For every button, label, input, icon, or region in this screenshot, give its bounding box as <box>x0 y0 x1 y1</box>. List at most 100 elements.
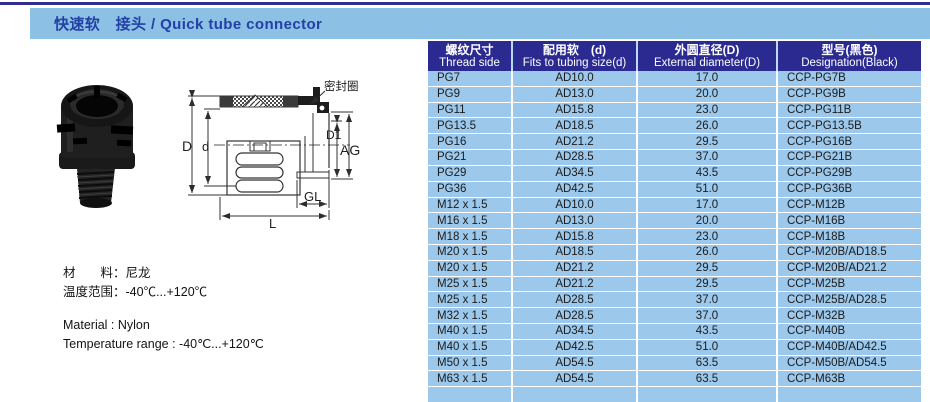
table-cell: CCP-PG9B <box>787 88 846 101</box>
table-cell: 63.5 <box>638 355 778 371</box>
table-cell: CCP-M25B/AD28.5 <box>787 293 887 306</box>
table-cell: AD10.0 <box>513 197 638 213</box>
table-cell: 63.5 <box>638 371 778 387</box>
table-cell: AD18.5 <box>513 244 638 260</box>
table-cell: CCP-M18B <box>787 230 846 243</box>
table-cell: AD28.5 <box>513 292 638 308</box>
material-en: Material : Nylon <box>63 318 150 332</box>
table-cell <box>513 387 638 402</box>
table-cell: CCP-M20B/AD18.5 <box>787 246 887 259</box>
table-cell: AD54.5 <box>513 355 638 371</box>
spec-table: 螺纹尺寸 Thread side 配用软 (d) Fits to tubing … <box>428 41 921 402</box>
table-cell: AD42.5 <box>513 181 638 197</box>
dim-label-d: d <box>202 139 209 154</box>
table-cell: M40 x 1.5 <box>428 339 513 355</box>
table-cell: 26.0 <box>638 118 778 134</box>
table-cell: M18 x 1.5 <box>428 229 513 244</box>
table-cell: M63 x 1.5 <box>428 371 513 387</box>
table-cell: 37.0 <box>638 308 778 323</box>
dim-label-D1: D1 <box>326 128 342 142</box>
table-cell: AD21.2 <box>513 260 638 276</box>
table-row <box>428 387 921 402</box>
table-cell: PG7 <box>428 71 513 86</box>
table-cell: CCP-PG29B <box>787 167 853 180</box>
table-cell: M25 x 1.5 <box>428 292 513 308</box>
table-cell <box>428 387 513 402</box>
table-cell: M32 x 1.5 <box>428 308 513 323</box>
table-header-external-diameter: 外圆直径(D) External diameter(D) <box>638 41 778 71</box>
material-cn: 材 料：尼龙 <box>63 266 151 280</box>
table-cell: AD15.8 <box>513 229 638 244</box>
dim-label-D: D <box>182 138 192 154</box>
table-cell: AD28.5 <box>513 150 638 165</box>
table-cell: CCP-M40B/AD42.5 <box>787 341 887 354</box>
table-cell: M25 x 1.5 <box>428 276 513 292</box>
table-cell: AD34.5 <box>513 165 638 181</box>
table-cell: CCP-PG16B <box>787 135 853 148</box>
dim-label-L: L <box>269 216 276 230</box>
table-cell: CCP-M32B <box>787 309 846 322</box>
table-cell: PG36 <box>428 181 513 197</box>
table-cell: 37.0 <box>638 150 778 165</box>
table-cell: 29.5 <box>638 260 778 276</box>
table-cell: CCP-M50B/AD54.5 <box>787 357 887 370</box>
table-cell: CCP-M16B <box>787 214 846 227</box>
page-title: 快速软 接头 / Quick tube connector <box>54 16 323 33</box>
table-cell: AD34.5 <box>513 324 638 339</box>
table-cell: CCP-M25B <box>787 277 846 290</box>
table-cell: M12 x 1.5 <box>428 197 513 213</box>
table-cell: CCP-PG7B <box>787 72 846 85</box>
table-cell: AD42.5 <box>513 339 638 355</box>
dim-label-GL: GL <box>304 189 321 204</box>
table-cell: PG21 <box>428 150 513 165</box>
table-cell: CCP-M63B <box>787 372 846 385</box>
temperature-en: Temperature range : -40℃...+120℃ <box>63 337 264 351</box>
table-cell: AD13.0 <box>513 86 638 102</box>
table-cell: 43.5 <box>638 165 778 181</box>
table-cell: 20.0 <box>638 86 778 102</box>
table-cell: PG16 <box>428 134 513 150</box>
table-cell: AD18.5 <box>513 118 638 134</box>
table-cell <box>638 387 778 402</box>
table-cell: 23.0 <box>638 229 778 244</box>
table-cell: CCP-M12B <box>787 198 846 211</box>
table-header-row: 螺纹尺寸 Thread side 配用软 (d) Fits to tubing … <box>428 41 921 71</box>
table-cell: CCP-PG36B <box>787 183 853 196</box>
page-title-bar: 快速软 接头 / Quick tube connector <box>30 8 930 39</box>
table-cell: AD28.5 <box>513 308 638 323</box>
table-cell: PG13.5 <box>428 118 513 134</box>
table-cell: M16 x 1.5 <box>428 213 513 229</box>
table-cell: M20 x 1.5 <box>428 260 513 276</box>
table-cell: CCP-M20B/AD21.2 <box>787 262 887 275</box>
temperature-cn: 温度范围：-40℃...+120℃ <box>63 285 208 299</box>
table-cell: PG9 <box>428 86 513 102</box>
table-cell: 51.0 <box>638 181 778 197</box>
table-cell: 43.5 <box>638 324 778 339</box>
table-cell: CCP-PG11B <box>787 104 852 117</box>
table-cell: M20 x 1.5 <box>428 244 513 260</box>
table-cell: AD10.0 <box>513 71 638 86</box>
material-notes: 材 料：尼龙 温度范围：-40℃...+120℃ Material : Nylo… <box>63 264 264 354</box>
dim-label-AG: AG <box>340 142 360 158</box>
table-cell: PG29 <box>428 165 513 181</box>
table-cell: 17.0 <box>638 71 778 86</box>
technical-diagram: D d D1 AG GL L 密封圈 <box>182 79 360 230</box>
table-cell: 20.0 <box>638 213 778 229</box>
